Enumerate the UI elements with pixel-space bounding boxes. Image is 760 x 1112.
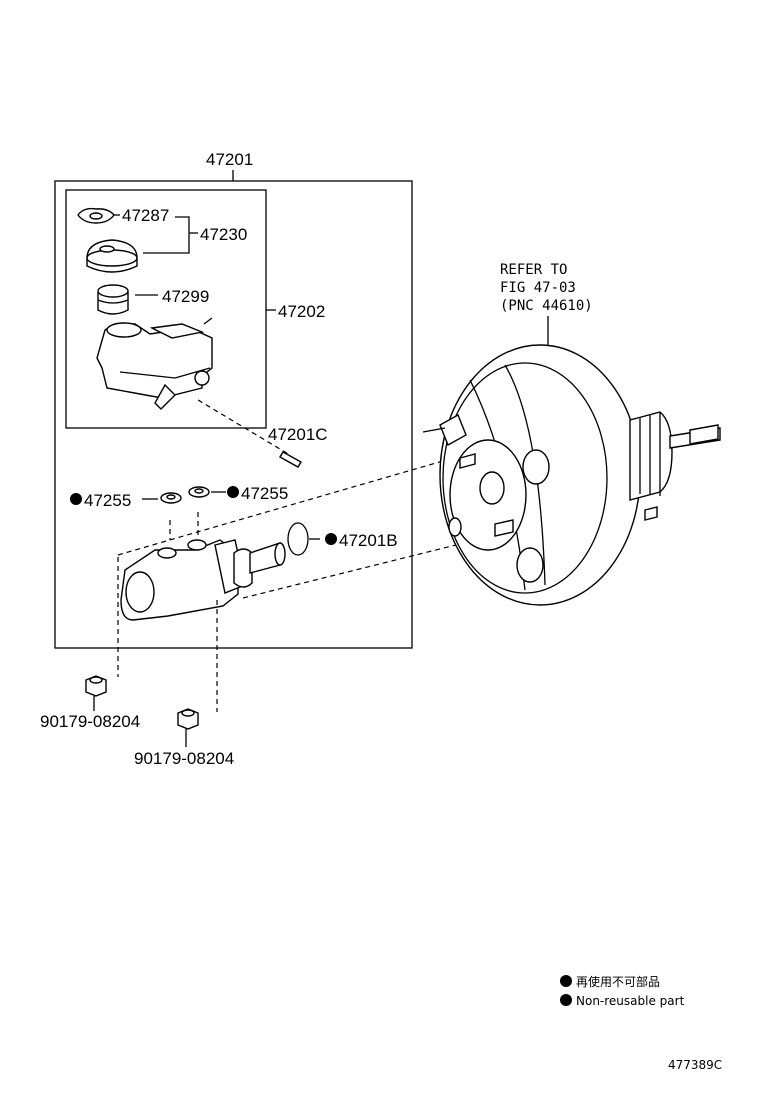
reservoir-tank: [96, 317, 213, 410]
master-cylinder: [117, 512, 286, 712]
brake-booster: [422, 316, 721, 606]
o-ring: [287, 522, 337, 556]
grommet-right: [188, 486, 239, 498]
nut-right: [177, 708, 199, 747]
label-47255-left: 47255: [84, 491, 131, 510]
reservoir-cap: [86, 216, 198, 273]
label-47201: 47201: [206, 150, 253, 169]
reservoir-frame: [65, 189, 276, 429]
legend-line-2: Non-reusable part: [576, 994, 685, 1008]
legend: 再使用不可部品 Non-reusable part: [560, 974, 685, 1008]
legend-line-1: 再使用不可部品: [576, 974, 660, 989]
booster-ref-line1: REFER TO: [500, 262, 567, 278]
strainer: [97, 284, 158, 315]
cap-gasket: [77, 207, 120, 224]
label-47201b: 47201B: [339, 531, 398, 550]
label-90179-left: 90179-08204: [40, 712, 140, 731]
label-47299: 47299: [162, 287, 209, 306]
label-90179-right: 90179-08204: [134, 749, 234, 768]
label-47255-right: 47255: [241, 484, 288, 503]
assembly-frame: [54, 170, 413, 649]
pin: [197, 399, 302, 468]
nut-left: [85, 675, 107, 711]
label-47287: 47287: [122, 206, 169, 225]
label-47201c: 47201C: [268, 425, 328, 444]
label-47202: 47202: [278, 302, 325, 321]
booster-ref-line3: (PNC 44610): [500, 298, 593, 314]
booster-ref-line2: FIG 47-03: [500, 280, 576, 296]
figure-id: 477389C: [668, 1058, 722, 1072]
grommet-left: [70, 492, 182, 505]
label-47230: 47230: [200, 225, 247, 244]
